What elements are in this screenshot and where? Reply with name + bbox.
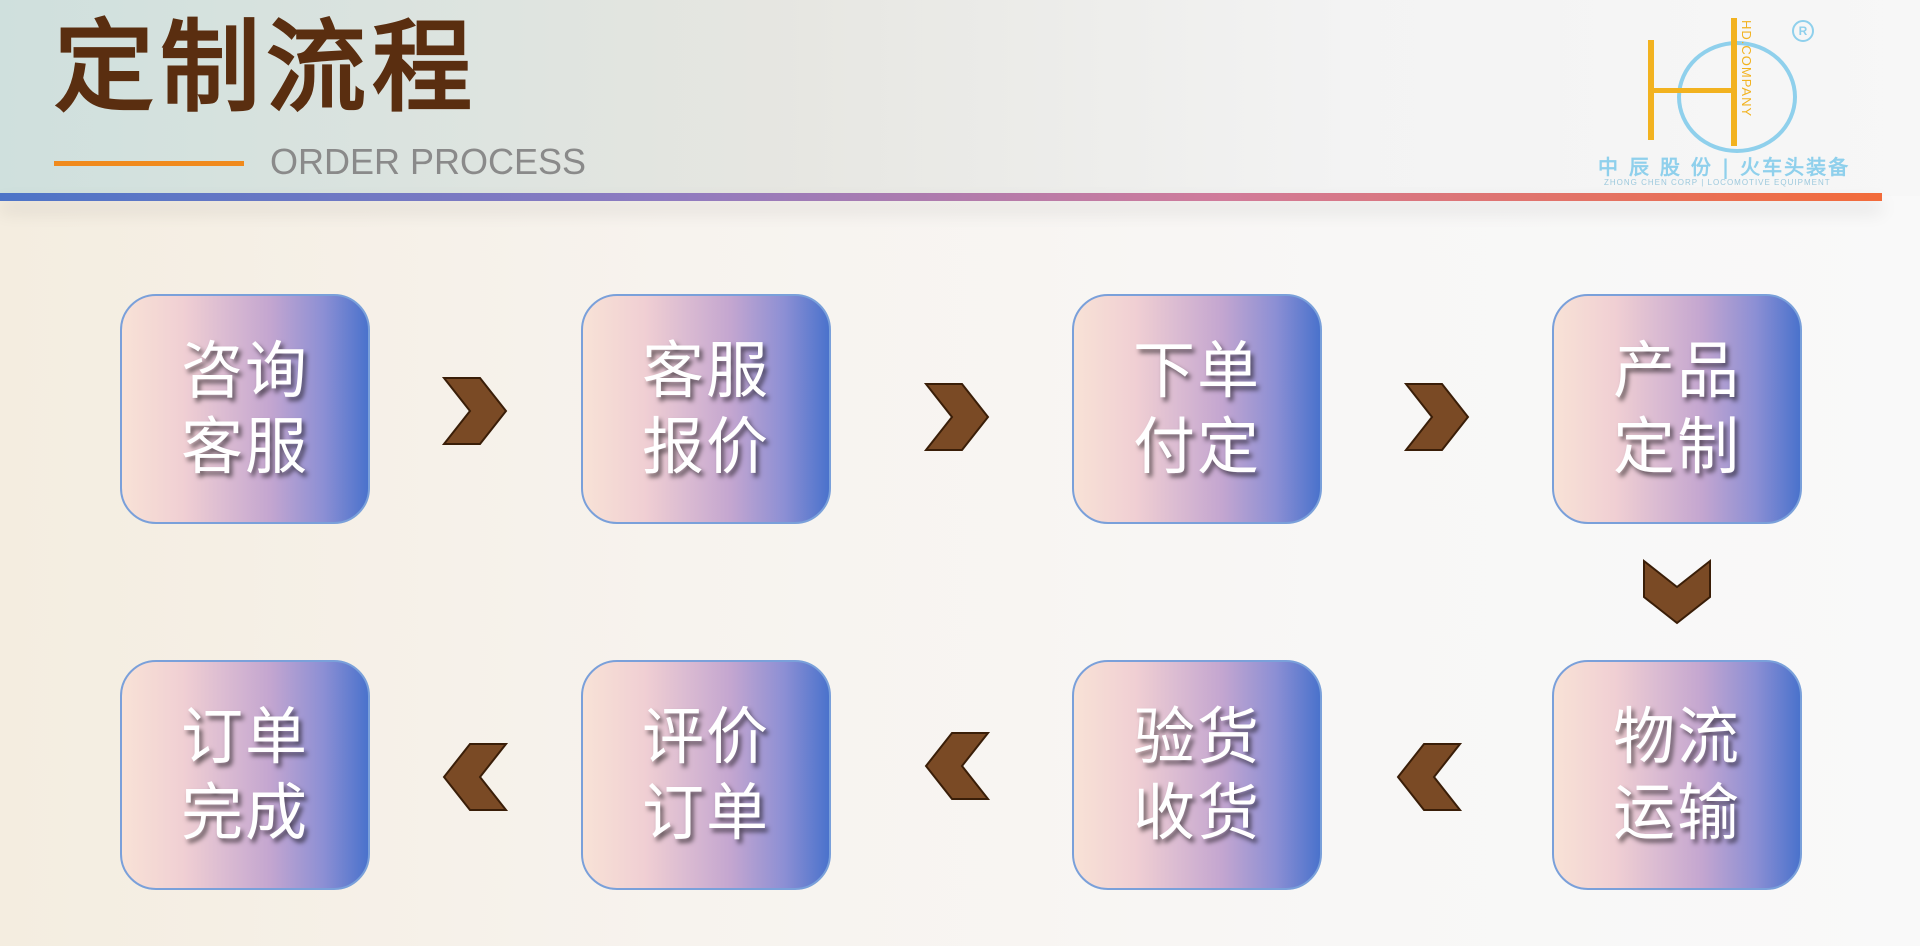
arrow-right-icon — [440, 376, 510, 446]
step-customize: 产品定制 — [1552, 294, 1802, 524]
step-label: 订单完成 — [180, 699, 309, 849]
logo-cn-text: 中 辰 股 份 | 火车头装备 — [1598, 155, 1851, 179]
step-label: 咨询客服 — [180, 333, 309, 483]
company-logo: HD.COMPANY R 中 辰 股 份 | 火车头装备 ZHONG CHEN … — [1598, 12, 1878, 194]
logo-vertical-text: HD.COMPANY — [1739, 20, 1754, 118]
registered-mark-icon: R — [1792, 20, 1814, 42]
subtitle-rule — [54, 161, 244, 166]
arrow-left-icon — [922, 731, 992, 801]
arrow-right-icon — [1402, 382, 1472, 452]
step-label: 客服报价 — [641, 333, 770, 483]
logo-en-text: ZHONG CHEN CORP | LOCOMOTIVE EQUIPMENT — [1604, 178, 1831, 187]
step-complete: 订单完成 — [120, 660, 370, 890]
page-title: 定制流程 — [54, 9, 478, 126]
step-consult: 咨询客服 — [120, 294, 370, 524]
logo-ring-icon — [1677, 41, 1797, 153]
logo-bar-right — [1731, 18, 1737, 146]
step-quote: 客服报价 — [581, 294, 831, 524]
arrow-left-icon — [1394, 742, 1464, 812]
logo-bar-mid — [1648, 88, 1737, 93]
header: 定制流程 ORDER PROCESS HD.COMPANY R 中 辰 股 份 … — [0, 0, 1920, 196]
step-logistics: 物流运输 — [1552, 660, 1802, 890]
arrow-right-icon — [922, 382, 992, 452]
step-label: 验货收货 — [1132, 699, 1261, 849]
step-label: 产品定制 — [1612, 333, 1741, 483]
header-gradient-bar — [0, 193, 1882, 201]
step-order-deposit: 下单付定 — [1072, 294, 1322, 524]
step-review: 评价订单 — [581, 660, 831, 890]
page-subtitle: ORDER PROCESS — [270, 141, 587, 182]
step-inspect-receive: 验货收货 — [1072, 660, 1322, 890]
arrow-left-icon — [440, 742, 510, 812]
step-label: 下单付定 — [1132, 333, 1261, 483]
step-label: 物流运输 — [1612, 699, 1741, 849]
step-label: 评价订单 — [641, 699, 770, 849]
arrow-down-icon — [1642, 557, 1712, 627]
